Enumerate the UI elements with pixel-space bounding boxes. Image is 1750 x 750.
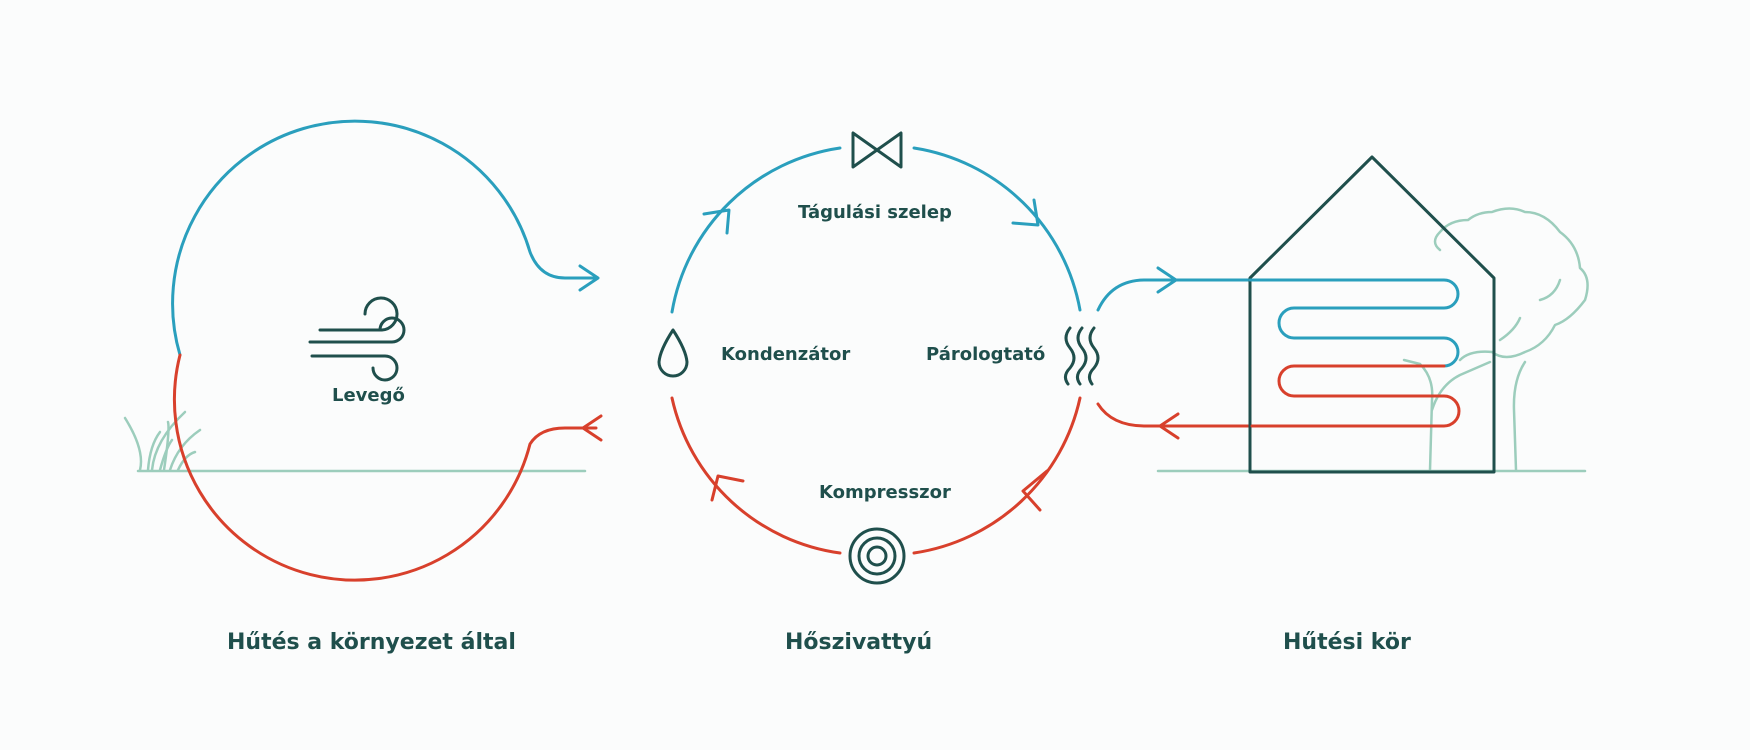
expansion-valve-label: Tágulási szelep xyxy=(798,202,952,223)
arrow-top-left-icon xyxy=(702,208,731,235)
section-title-heat-pump: Hőszivattyú xyxy=(785,630,933,655)
valve-icon xyxy=(851,131,903,169)
wind-icon xyxy=(308,296,406,382)
house-icon xyxy=(1248,155,1496,474)
heat-pump-hot-arc xyxy=(912,396,1082,555)
house-connections xyxy=(1096,266,1254,440)
environment-loop-cold xyxy=(171,119,598,357)
tree-icon xyxy=(1402,207,1589,472)
arrow-bottom-left-icon xyxy=(710,474,745,502)
heat-pump-cold-arc xyxy=(670,146,842,314)
heat-waves-icon xyxy=(1063,326,1100,386)
evaporator-label: Párologtató xyxy=(926,344,1046,365)
arrow-house-out-icon xyxy=(1158,412,1180,440)
arrow-house-in-icon xyxy=(1156,266,1178,294)
coil-icon xyxy=(1248,278,1461,428)
arrow-bottom-right-icon xyxy=(1021,469,1049,512)
condenser-label: Kondenzátor xyxy=(721,344,851,365)
arrow-hot-out-icon xyxy=(581,414,603,442)
section-title-environment: Hűtés a környezet által xyxy=(227,630,516,655)
heat-pump-hot-arc-2 xyxy=(670,396,842,555)
water-drop-icon xyxy=(657,328,689,378)
concentric-circles-icon xyxy=(848,527,906,585)
air-label: Levegő xyxy=(332,385,405,406)
section-title-cooling-circuit: Hűtési kör xyxy=(1283,630,1411,655)
arrow-cold-in-icon xyxy=(578,264,600,292)
arrow-top-right-icon xyxy=(1011,198,1040,227)
heat-pump-cold-arc-2 xyxy=(912,146,1082,312)
environment-loop-hot xyxy=(172,353,598,582)
grass-icon xyxy=(123,410,202,472)
compressor-label: Kompresszor xyxy=(819,482,951,503)
heat-pump-loop xyxy=(670,146,1082,555)
environment-loop xyxy=(171,119,603,582)
